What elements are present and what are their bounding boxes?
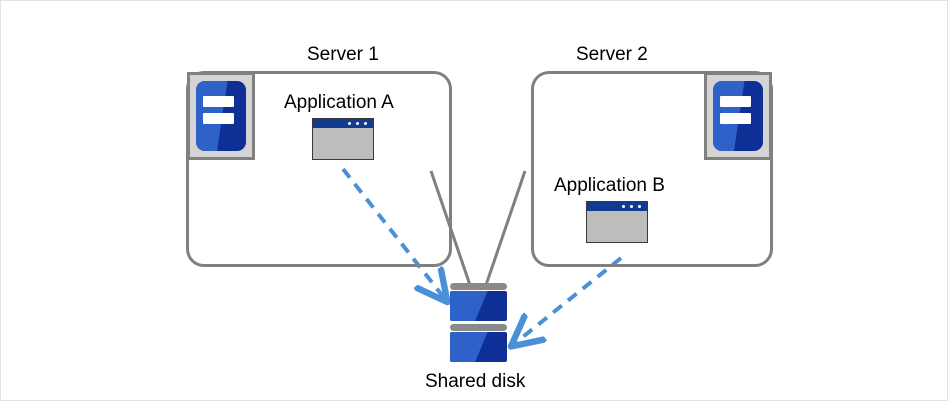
disk-plate-top-2 [450, 324, 507, 331]
application-b-access-arrow [514, 256, 623, 344]
server-icon-body [196, 81, 246, 151]
application-a-label: Application A [284, 92, 394, 113]
disk-plate-top-1 [450, 283, 507, 290]
shared-disk-label: Shared disk [425, 371, 526, 392]
server-icon-slot-2 [203, 113, 234, 124]
server-2-box [531, 71, 773, 267]
window-dot-1 [348, 122, 351, 125]
server-machine-icon [187, 72, 255, 160]
server-icon-slot-2 [720, 113, 751, 124]
server-machine-icon-2 [704, 72, 772, 160]
window-dot-2 [356, 122, 359, 125]
application-window-titlebar [587, 202, 647, 211]
window-dot-3 [364, 122, 367, 125]
server-1-box [186, 71, 452, 267]
disk-platter-2 [450, 332, 507, 362]
application-a-access-arrow [341, 167, 445, 299]
disk-platter-highlight [450, 332, 488, 362]
server2-to-disk-link [483, 170, 527, 289]
server-icon-body [713, 81, 763, 151]
server-icon-slot-1 [720, 96, 751, 107]
disk-stack-icon [450, 283, 507, 365]
application-window-titlebar [313, 119, 373, 128]
server-2-title: Server 2 [576, 44, 648, 65]
window-dot-1 [622, 205, 625, 208]
disk-platter-1 [450, 291, 507, 321]
server-icon-slot-1 [203, 96, 234, 107]
window-dot-2 [630, 205, 633, 208]
disk-platter-highlight [450, 291, 488, 321]
application-window-icon-b [586, 201, 648, 243]
application-b-label: Application B [554, 175, 665, 196]
window-dot-3 [638, 205, 641, 208]
application-window-icon-a [312, 118, 374, 160]
server-1-title: Server 1 [307, 44, 379, 65]
